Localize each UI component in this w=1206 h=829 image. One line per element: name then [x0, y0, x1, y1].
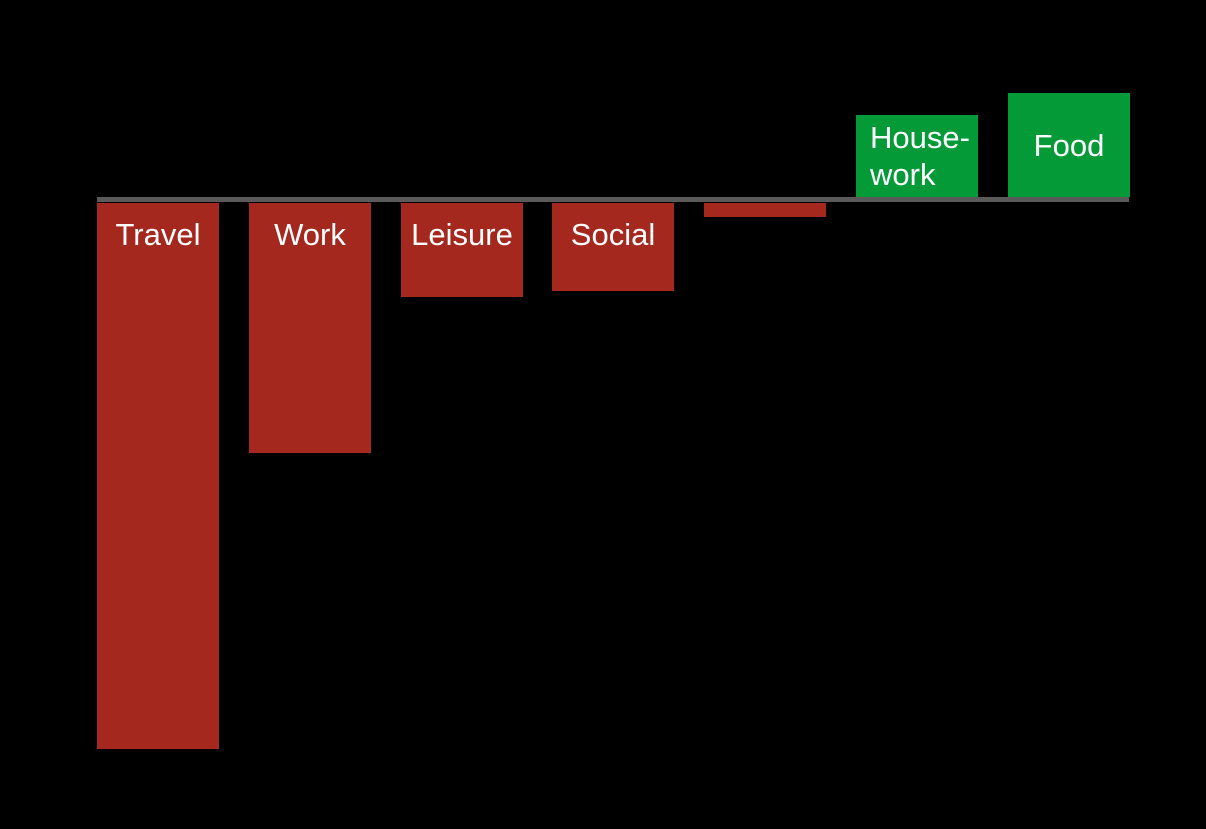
axis-baseline — [97, 197, 1129, 202]
bar-leisure: Leisure — [401, 203, 523, 297]
bar-label: House-work — [870, 120, 970, 192]
bar-label: Travel — [115, 217, 201, 252]
bar-travel: Travel — [97, 203, 219, 749]
bar-label: Food — [1033, 127, 1105, 163]
bar-work: Work — [249, 203, 371, 453]
bar-social: Social — [552, 203, 674, 291]
bar-label: Leisure — [411, 217, 513, 252]
bar-house-work: House-work — [856, 115, 978, 197]
bar-unlabeled — [704, 203, 826, 217]
bar-label: Work — [274, 217, 346, 252]
bar-food: Food — [1008, 93, 1130, 197]
bar-label: Social — [570, 217, 656, 252]
